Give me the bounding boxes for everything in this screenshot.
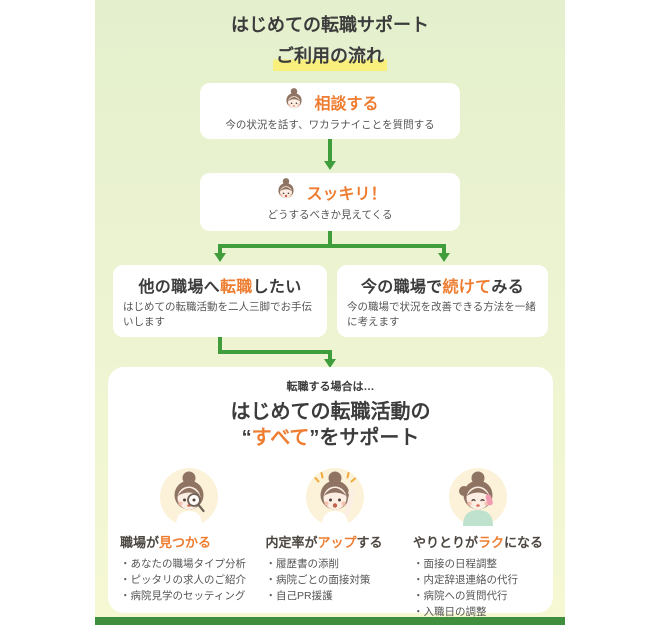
support-item: ピッタリの求人のご紹介 xyxy=(120,572,258,588)
branch-desc: はじめての転職活動を二人三脚でお手伝いします xyxy=(123,301,312,329)
support-item: 履歴書の添削 xyxy=(266,556,405,572)
support-item: 面接の日程調整 xyxy=(413,556,543,572)
branch-title-post: みる xyxy=(491,279,525,296)
support-item: 病院への質問代行 xyxy=(413,588,543,604)
girl-phone-icon xyxy=(413,467,543,526)
support-column-communication: やりとりがラクになる 面接の日程調整内定辞退連絡の代行病院への質問代行入職日の調… xyxy=(409,467,547,620)
branch-title-pre: 今の職場で xyxy=(360,279,443,296)
elbow-arrow-horizontal xyxy=(218,350,332,354)
support-item: あなたの職場タイプ分析 xyxy=(120,556,258,572)
branch-desc: 今の職場で状況を改善できる方法を一緒に考えます xyxy=(347,301,536,329)
branch-title-accent: 転職 xyxy=(220,279,253,296)
support-column-find: 職場が見つかる あなたの職場タイプ分析ピッタリの求人のご紹介病院見学のセッティン… xyxy=(116,467,262,620)
branch-title: 他の職場へ転職したい xyxy=(113,273,327,297)
step-card-clear: スッキリ！ どうするべきか見えてくる xyxy=(200,173,460,231)
page-title: はじめての転職サポート ご利用の流れ xyxy=(95,10,565,72)
girl-cheer-icon xyxy=(266,467,405,526)
branch-card-change-job: 他の職場へ転職したい はじめての転職活動を二人三脚でお手伝いします xyxy=(113,265,327,337)
support-card: 転職する場合は… はじめての転職活動の “すべて”をサポート xyxy=(108,367,553,618)
support-columns: 職場が見つかる あなたの職場タイプ分析ピッタリの求人のご紹介病院見学のセッティン… xyxy=(116,467,547,620)
step-desc: 今の状況を話す、ワカラナイことを質問する xyxy=(225,119,435,131)
step-card-head: スッキリ！ xyxy=(200,177,460,208)
branch-left-stub xyxy=(218,244,222,254)
branch-title: 今の職場で続けてみる xyxy=(337,273,548,297)
elbow-arrow-vertical2 xyxy=(328,350,332,360)
support-item: 病院見学のセッティング xyxy=(120,588,258,604)
girl-happy-face-icon xyxy=(273,177,299,208)
elbow-arrow-vertical1 xyxy=(218,337,222,354)
heading-post: になる xyxy=(503,534,543,550)
footer-bar xyxy=(95,617,565,625)
step-title: 相談する xyxy=(314,96,379,113)
support-item: 入職日の調整 xyxy=(413,604,543,620)
highlighted-text: ご利用の流れ xyxy=(273,40,387,72)
column-item-list: 面接の日程調整内定辞退連絡の代行病院への質問代行入職日の調整 xyxy=(413,556,543,620)
branch-title-accent: 続けて xyxy=(442,279,492,296)
support-item: 内定辞退連絡の代行 xyxy=(413,572,543,588)
step-card-head: 相談する xyxy=(200,87,460,118)
column-heading: 職場が見つかる xyxy=(120,532,258,551)
support-title: はじめての転職活動の “すべて”をサポート xyxy=(108,399,553,452)
heading-post: する xyxy=(356,534,383,550)
branch-right-stub xyxy=(442,244,446,254)
column-heading: やりとりがラクになる xyxy=(413,532,543,551)
elbow-arrow-head xyxy=(324,359,336,368)
branch-stem-line xyxy=(328,231,332,245)
branch-horizontal-line xyxy=(218,244,446,248)
heading-pre: やりとりが xyxy=(412,534,478,550)
page-title-line1: はじめての転職サポート xyxy=(231,15,429,35)
column-heading: 内定率がアップする xyxy=(266,532,405,551)
support-title-line2: “すべて”をサポート xyxy=(108,425,553,451)
support-column-offer: 内定率がアップする 履歴書の添削病院ごとの面接対策自己PR援護 xyxy=(262,467,409,620)
step-desc: どうするべきか見えてくる xyxy=(267,209,393,221)
branch-right-arrow-head xyxy=(438,253,450,262)
arrow-down-line xyxy=(328,139,332,162)
column-item-list: あなたの職場タイプ分析ピッタリの求人のご紹介病院見学のセッティング xyxy=(120,556,258,604)
branch-title-post: したい xyxy=(252,279,302,296)
page-title-line2: ご利用の流れ xyxy=(95,40,565,72)
branch-left-arrow-head xyxy=(214,253,226,262)
girl-face-icon xyxy=(281,87,307,118)
heading-pre: 内定率が xyxy=(265,534,318,550)
support-title-line1: はじめての転職活動の xyxy=(230,401,431,423)
support-item: 自己PR援護 xyxy=(266,588,405,604)
heading-accent: 見つかる xyxy=(159,534,212,550)
support-item: 病院ごとの面接対策 xyxy=(266,572,405,588)
step-card-consult: 相談する 今の状況を話す、ワカラナイことを質問する xyxy=(200,83,460,139)
support-title-post: ”をサポート xyxy=(309,427,420,450)
girl-magnifier-icon xyxy=(120,467,258,526)
quote-open: “ xyxy=(241,427,252,450)
step-title: スッキリ！ xyxy=(306,186,387,203)
column-item-list: 履歴書の添削病院ごとの面接対策自己PR援護 xyxy=(266,556,405,604)
support-title-accent: すべて xyxy=(251,427,310,450)
heading-accent: ラク xyxy=(477,534,504,550)
branch-card-stay-job: 今の職場で続けてみる 今の職場で状況を改善できる方法を一緒に考えます xyxy=(337,265,548,337)
support-note: 転職する場合は… xyxy=(286,381,375,393)
heading-accent: アップ xyxy=(317,534,357,550)
arrow-down-head xyxy=(324,161,336,170)
branch-title-pre: 他の職場へ xyxy=(138,279,220,296)
heading-pre: 職場が xyxy=(120,534,160,550)
